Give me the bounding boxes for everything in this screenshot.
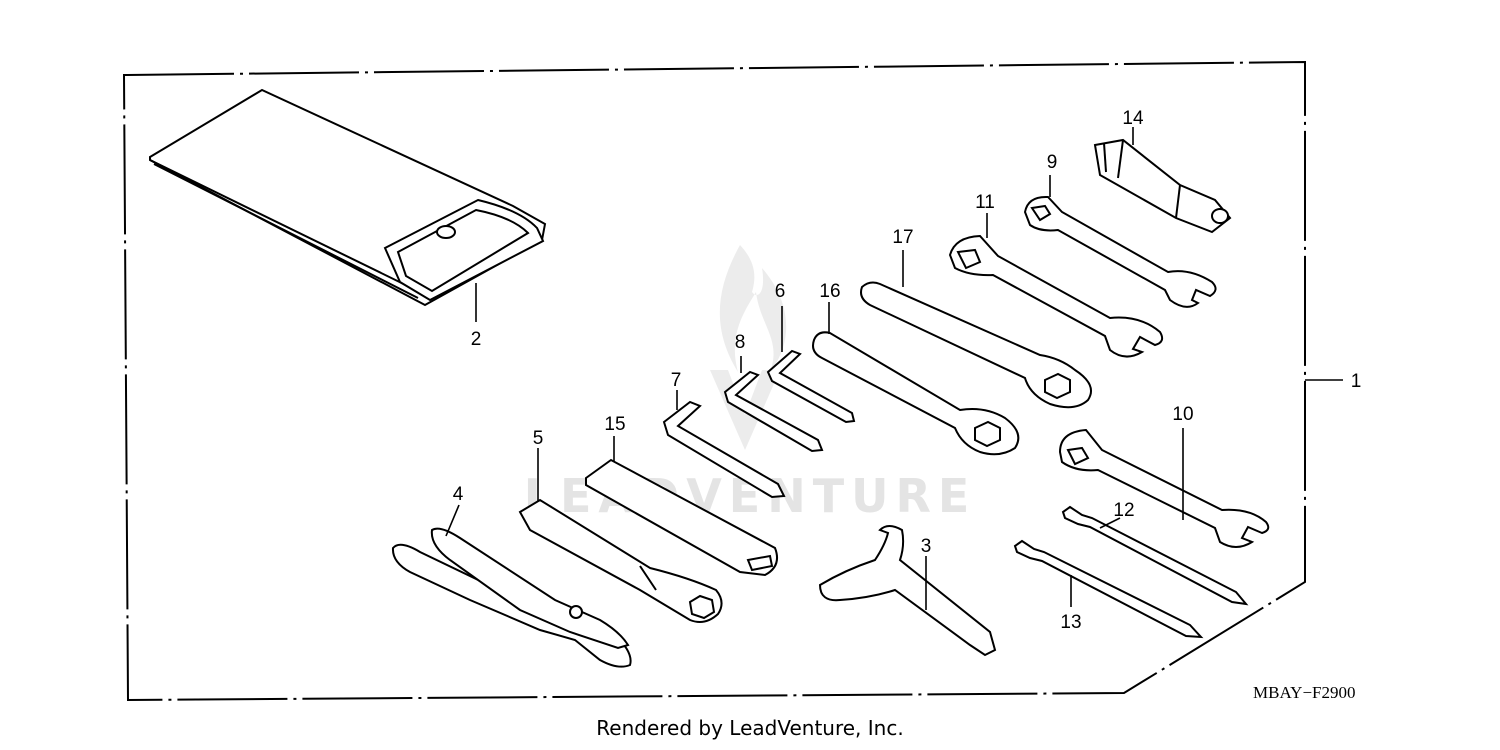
callout-14: 14 bbox=[1122, 108, 1144, 129]
wrench-10-illustration bbox=[1058, 428, 1270, 548]
callout-13: 13 bbox=[1060, 612, 1081, 633]
callout-11: 11 bbox=[975, 192, 995, 213]
box-wrench-16-illustration bbox=[812, 302, 1020, 456]
callout-15: 15 bbox=[604, 414, 625, 435]
screwdriver-12-illustration bbox=[1061, 505, 1249, 606]
callout-4: 4 bbox=[453, 484, 464, 505]
socket-bit-illustration bbox=[1093, 127, 1232, 234]
callout-10: 10 bbox=[1172, 404, 1193, 425]
callout-8: 8 bbox=[735, 332, 746, 353]
callout-17: 17 bbox=[892, 227, 913, 248]
callout-9: 9 bbox=[1047, 152, 1058, 173]
pliers-4-illustration bbox=[391, 504, 632, 668]
rendered-by-credit: Rendered by LeadVenture, Inc. bbox=[596, 716, 904, 740]
callout-1: 1 bbox=[1351, 371, 1362, 392]
wrench-11-illustration bbox=[948, 213, 1164, 358]
tool-bag-illustration bbox=[149, 88, 547, 322]
callout-2: 2 bbox=[471, 329, 482, 350]
plug-wrench-5-illustration bbox=[518, 448, 723, 623]
callout-12: 12 bbox=[1113, 500, 1134, 521]
callout-7: 7 bbox=[671, 370, 682, 391]
spanner-3-illustration bbox=[818, 525, 997, 657]
callout-6: 6 bbox=[775, 281, 786, 302]
callout-5: 5 bbox=[533, 428, 544, 449]
callout-labels: 1 2 3 4 5 6 7 8 9 10 11 12 13 14 15 16 1… bbox=[453, 108, 1362, 633]
tube-15-illustration bbox=[585, 436, 778, 577]
hex-key-7-illustration bbox=[662, 390, 786, 499]
callout-16: 16 bbox=[819, 281, 840, 302]
diagram-code: MBAY−F2900 bbox=[1253, 683, 1356, 702]
callout-3: 3 bbox=[921, 536, 932, 557]
frame bbox=[122, 60, 1306, 702]
hex-key-8-illustration bbox=[723, 356, 824, 453]
hex-key-6-illustration bbox=[766, 306, 856, 424]
screwdriver-13-illustration bbox=[1013, 539, 1204, 639]
box-wrench-17-illustration bbox=[860, 250, 1092, 409]
wrench-9-illustration bbox=[1023, 175, 1217, 308]
